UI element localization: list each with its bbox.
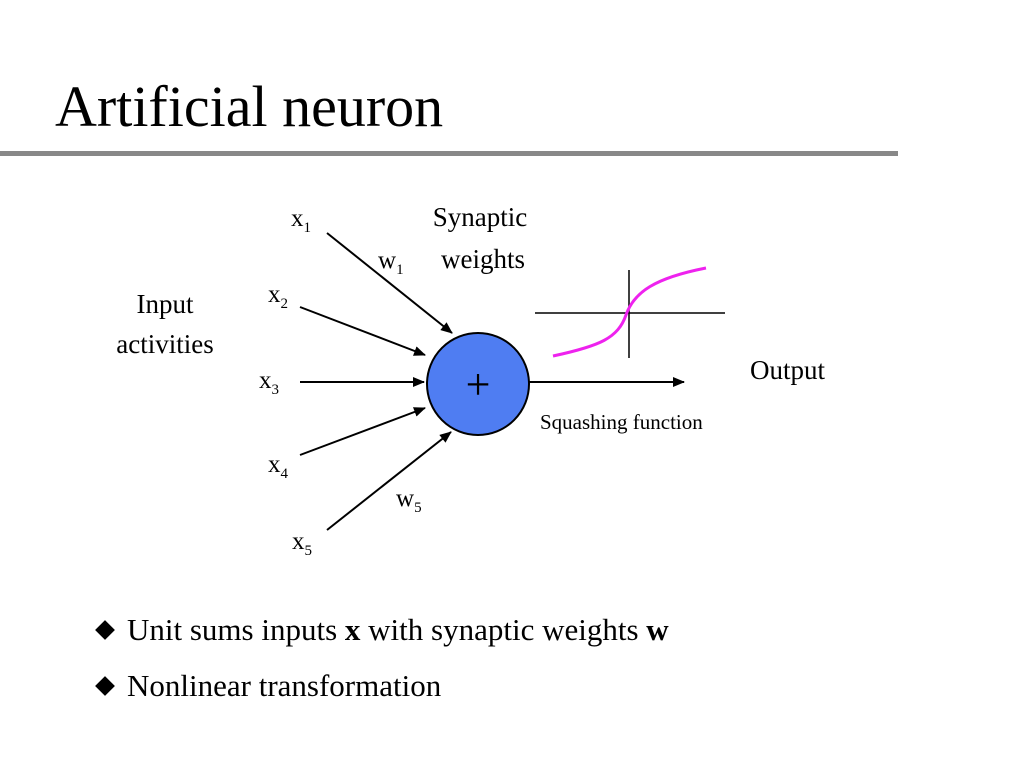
input-arrow-4 (299, 407, 426, 456)
title-divider (0, 151, 898, 156)
input-arrow-2 (299, 306, 426, 356)
sum-symbol: + (466, 360, 491, 409)
output-label: Output (750, 355, 826, 385)
synaptic-label-line2: weights (441, 244, 525, 274)
squashing-function-label: Squashing function (540, 410, 703, 434)
diamond-bullet-icon (95, 676, 115, 696)
weight-label-w1: w1 (378, 247, 404, 278)
input-activities-line2: activities (116, 329, 213, 359)
sigmoid-curve (552, 266, 707, 358)
slide-title: Artificial neuron (55, 74, 444, 139)
bullet-text: Unit sums inputs x with synaptic weights… (127, 612, 669, 647)
input-label-x1: x1 (291, 205, 311, 236)
input-label-x4: x4 (268, 451, 289, 482)
input-label-x3: x3 (259, 367, 279, 398)
input-label-x5: x5 (292, 528, 312, 559)
neuron-diagram: + x1 x2 x3 x4 x5 w1 w5 Synaptic weights … (116, 202, 826, 559)
bullet-text: Nonlinear transformation (127, 668, 442, 703)
synaptic-label-line1: Synaptic (433, 202, 528, 232)
sigmoid-plot (535, 266, 725, 358)
input-arrow-1 (326, 232, 453, 334)
weight-label-w5: w5 (396, 485, 422, 516)
neuron-circle (426, 332, 530, 436)
input-activities-line1: Input (137, 289, 194, 319)
input-arrow-5 (326, 431, 452, 531)
diamond-bullet-icon (95, 620, 115, 640)
input-label-x2: x2 (268, 281, 288, 312)
